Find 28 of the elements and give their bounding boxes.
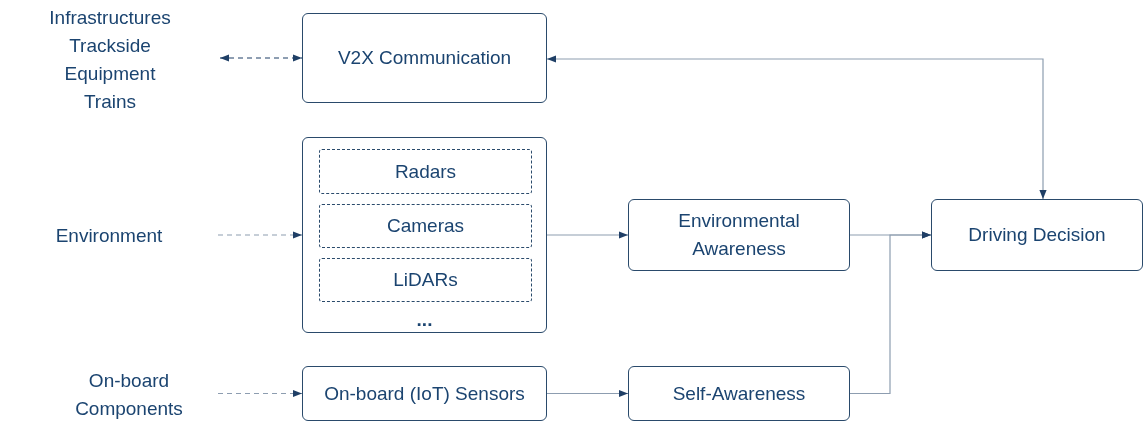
process-box: [302, 366, 547, 421]
node-text: LiDARs: [393, 268, 458, 292]
arrow: [546, 231, 629, 239]
arrow: [217, 231, 303, 239]
node-text: Infrastructures Trackside Equipment Trains: [48, 6, 172, 114]
process-box: [628, 366, 850, 421]
arrow: [219, 54, 303, 62]
sensor-box: [319, 204, 532, 248]
sensor-box: [319, 149, 532, 194]
arrow: [546, 55, 1047, 200]
sensor-group-box: [302, 137, 547, 333]
node-text: Radars: [394, 159, 457, 184]
process-box: [302, 13, 547, 103]
node-text: Environment: [55, 224, 163, 248]
arrow: [546, 389, 629, 398]
node-text: Environmental Awareness: [677, 209, 801, 261]
node-text: Cameras: [386, 214, 465, 238]
process-box: [931, 199, 1143, 271]
node-text: On-board (IoT) Sensors: [324, 381, 525, 406]
node-text: V2X Communication: [337, 46, 512, 70]
arrow: [849, 231, 932, 395]
sensor-box: [319, 258, 532, 302]
node-text: Driving Decision: [968, 223, 1106, 247]
node-text: Self-Awareness: [672, 381, 806, 406]
arrow: [217, 389, 303, 398]
node-text: On-board Components: [74, 369, 184, 421]
process-box: [628, 199, 850, 271]
node-text: ...: [415, 310, 434, 330]
